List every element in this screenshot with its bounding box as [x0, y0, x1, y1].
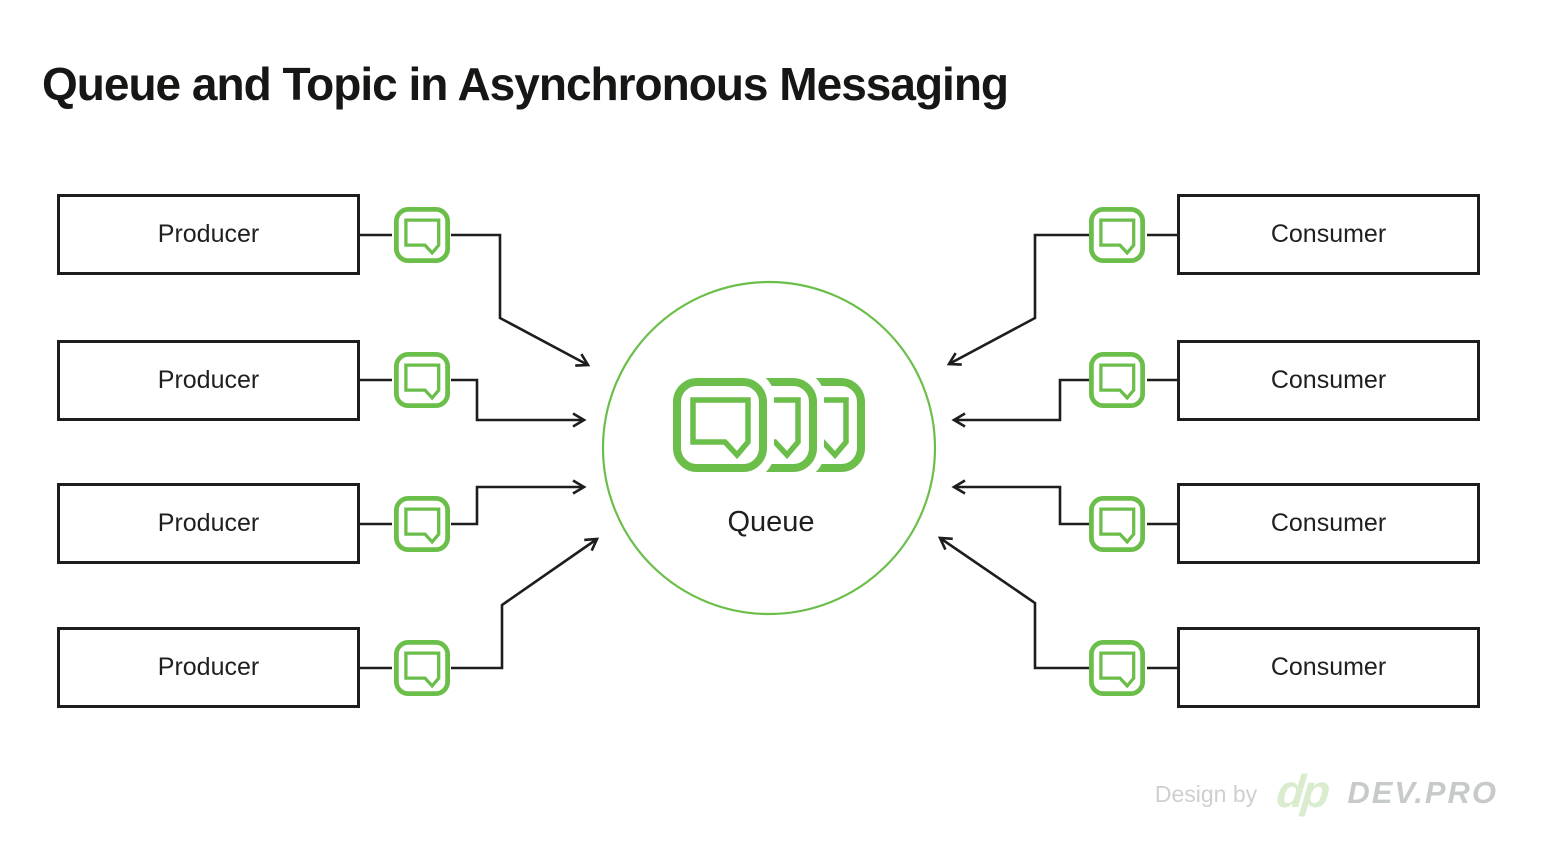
- consumer-box-4: Consumer: [1177, 627, 1480, 708]
- consumer-4-arrow: [937, 536, 1091, 670]
- message-bubble-icon: [1091, 642, 1142, 693]
- consumer-box-2: Consumer: [1177, 340, 1480, 421]
- producer-box-2: Producer: [57, 340, 360, 421]
- consumer-label: Consumer: [1270, 220, 1387, 248]
- devpro-wordmark: DEV.PRO: [1347, 775, 1498, 810]
- producer-1-arrow: [451, 233, 591, 367]
- message-bubble-icon: [396, 209, 447, 260]
- message-stack-icon: [666, 371, 861, 479]
- consumer-label: Consumer: [1270, 366, 1387, 394]
- message-icon-front: [677, 382, 763, 468]
- message-bubble-icon: [396, 642, 447, 693]
- producer-4-arrow: [451, 537, 600, 670]
- design-by-text: Design by: [1154, 780, 1258, 807]
- consumer-box-1: Consumer: [1177, 194, 1480, 275]
- consumer-box-3: Consumer: [1177, 483, 1480, 564]
- producer-label: Producer: [157, 220, 260, 248]
- consumer-label: Consumer: [1270, 653, 1387, 681]
- producer-box-1: Producer: [57, 194, 360, 275]
- message-bubble-icon: [1091, 354, 1142, 405]
- footer-credit: Design by dp DEV.PRO: [1154, 765, 1498, 817]
- consumer-label: Consumer: [1270, 509, 1387, 537]
- message-bubble-icon: [1091, 209, 1142, 260]
- producer-box-4: Producer: [57, 627, 360, 708]
- queue-label: Queue: [727, 506, 815, 538]
- producer-label: Producer: [157, 653, 260, 681]
- producer-box-3: Producer: [57, 483, 360, 564]
- devpro-dp-logo-icon: dp: [1274, 765, 1331, 817]
- producer-2-arrow: [451, 378, 587, 428]
- message-bubble-icon: [1091, 498, 1142, 549]
- page-title: Queue and Topic in Asynchronous Messagin…: [42, 58, 1009, 110]
- message-bubble-icon: [396, 354, 447, 405]
- producer-label: Producer: [157, 366, 260, 394]
- consumer-2-arrow: [951, 378, 1091, 428]
- consumer-3-arrow: [951, 479, 1091, 526]
- producer-label: Producer: [157, 509, 260, 537]
- message-bubble-icon: [396, 498, 447, 549]
- consumer-1-arrow: [946, 233, 1091, 366]
- producer-3-arrow: [451, 479, 587, 526]
